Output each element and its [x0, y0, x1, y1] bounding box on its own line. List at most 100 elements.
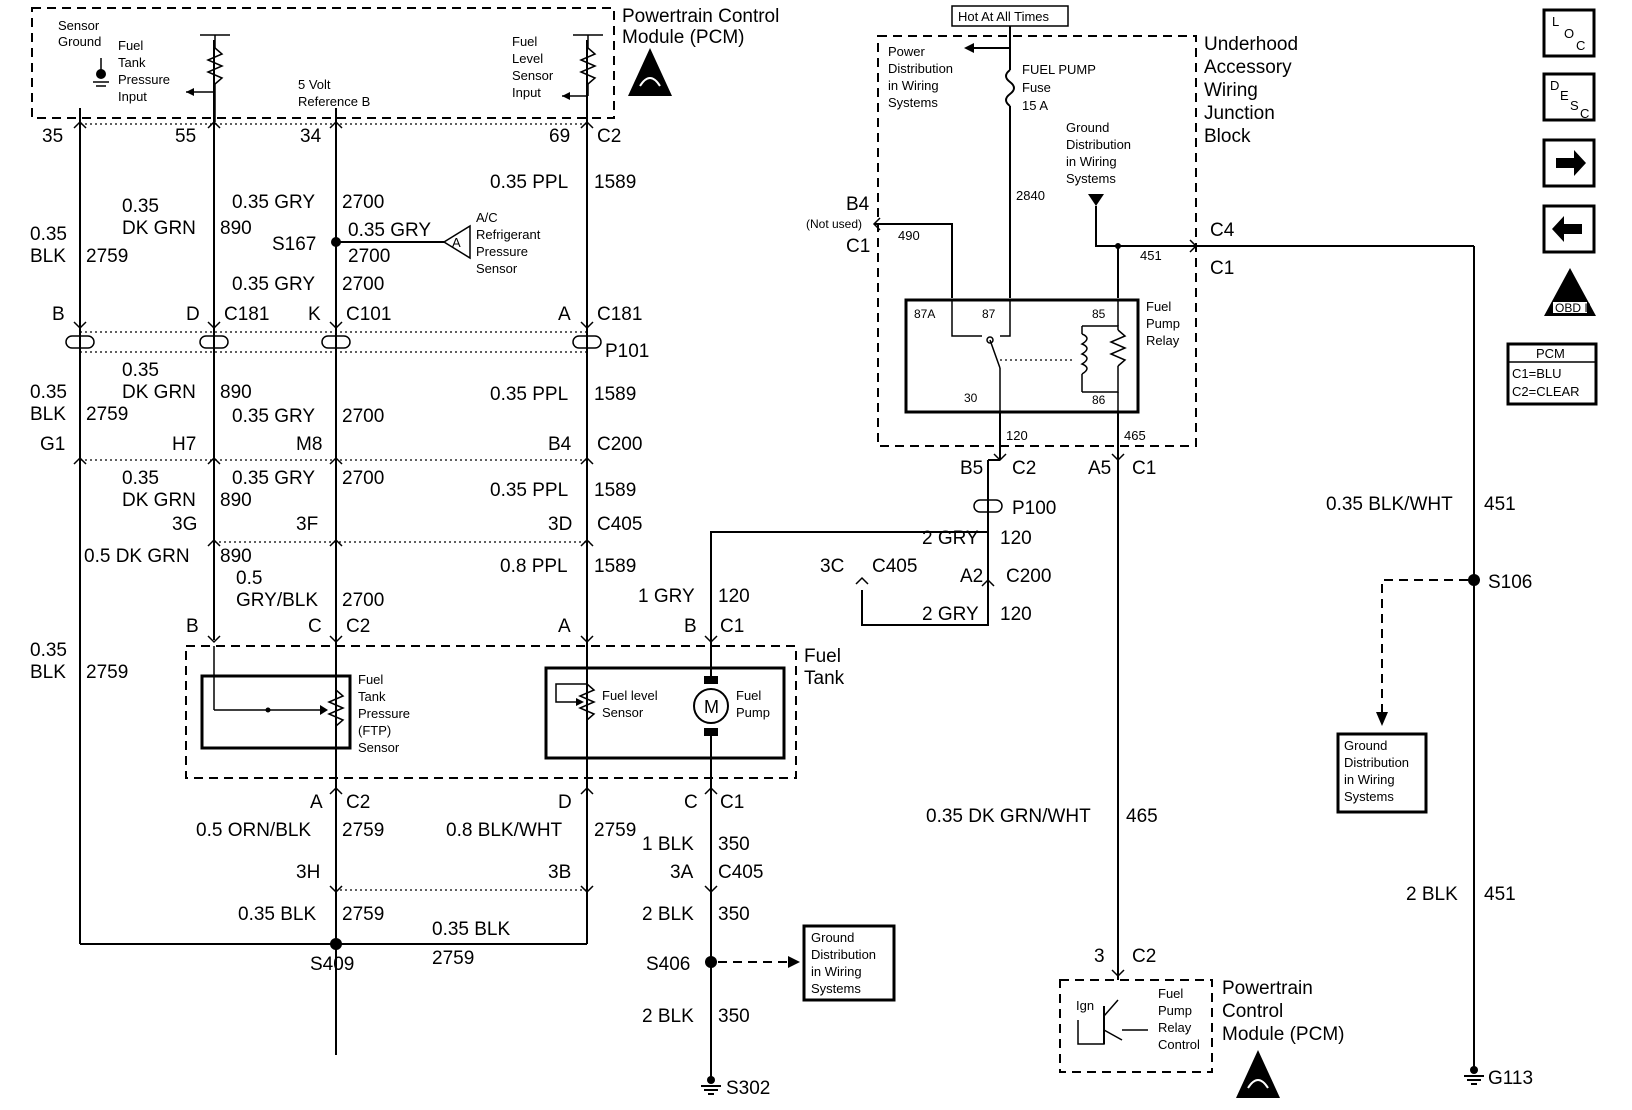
connector-chevrons — [73, 120, 718, 894]
wire-1589-label-c: 0.35 PPL — [490, 480, 568, 501]
pin-69: 69 — [549, 126, 570, 147]
ftp-label-5: Sensor — [358, 740, 400, 755]
splice-s106-dot — [1468, 574, 1480, 586]
circuit-2840: 2840 — [1016, 188, 1045, 203]
wire-2700-label-c: 0.35 GRY — [232, 274, 315, 295]
uajb-title-1: Underhood — [1204, 34, 1298, 55]
c200-pin-b4: B4 — [548, 434, 572, 455]
splice-s406: S406 — [646, 954, 690, 975]
wire-2700-circuit-c: 2700 — [342, 274, 384, 295]
wire-120-gry2-a: 2 GRY — [922, 528, 979, 549]
prev-arrow-button[interactable] — [1542, 204, 1596, 254]
ftp-label-3: Pressure — [358, 706, 410, 721]
relay-switch-icon — [951, 300, 1074, 412]
fuel-level-input-3: Sensor — [512, 68, 554, 83]
c101-pin-k: K — [308, 304, 321, 325]
c405-pin-3b: 3B — [548, 862, 571, 883]
ftp-input-3: Pressure — [118, 72, 170, 87]
c200-pin-g1: G1 — [40, 434, 65, 455]
wire-451-color: 0.35 BLK/WHT — [1326, 494, 1453, 515]
c405-label-lower: C405 — [718, 862, 763, 883]
fuse-label-3: 15 A — [1022, 98, 1048, 113]
wire-2700-gryblk-size: 0.5 — [236, 568, 262, 589]
pcm-bottom-c2: C2 — [1132, 946, 1156, 967]
wire-120-circuit-c: 120 — [1000, 604, 1032, 625]
wire-120-feed — [710, 460, 989, 670]
a2-pin: A2 — [960, 566, 983, 587]
wire-350-circuit-c: 350 — [718, 1006, 750, 1027]
wire-890-size-3: 0.35 — [122, 468, 159, 489]
next-arrow-button[interactable] — [1542, 138, 1596, 188]
pullup-resistor-left-icon — [186, 34, 230, 96]
relay-label-3: Relay — [1146, 333, 1180, 348]
obd-ii-label: OBD II — [1555, 301, 1591, 315]
c181-label-right: C181 — [597, 304, 642, 325]
tank-c2-pin-b: B — [186, 616, 199, 637]
power-dist-1: Power — [888, 44, 926, 59]
loc-button[interactable]: L O C — [1542, 8, 1596, 58]
wire-465-color: 0.35 DK GRN/WHT — [926, 806, 1091, 827]
desc-button[interactable]: D E S C — [1542, 72, 1596, 122]
p100-connector-icon — [973, 499, 1003, 513]
loc-letter-o: O — [1564, 26, 1574, 41]
c405-pin-3g: 3G — [172, 514, 197, 535]
power-dist-4: Systems — [888, 95, 938, 110]
wire-890-circuit-3: 890 — [220, 490, 252, 511]
desc-letter-e: E — [1560, 88, 1569, 103]
wire-2700-label-e: 0.35 GRY — [232, 468, 315, 489]
pump-c1-label-2: C1 — [720, 792, 744, 813]
wire-890-color-3: DK GRN — [122, 490, 196, 511]
uajb-title-5: Block — [1204, 126, 1251, 147]
relay-label-2: Pump — [1146, 316, 1180, 331]
wire-120-gry2-b: 2 GRY — [922, 604, 979, 625]
wire-1589-ppl08: 0.8 PPL — [500, 556, 568, 577]
pcm-top-connector: C2 — [597, 126, 621, 147]
ftp-a-c2-pin: A — [310, 792, 323, 813]
wire-1589-circuit-d: 1589 — [594, 556, 636, 577]
wire-2759-size-2: 0.35 — [30, 382, 67, 403]
wire-1589-label-b: 0.35 PPL — [490, 384, 568, 405]
ftp-label-1: Fuel — [358, 672, 383, 687]
level-label-2: Sensor — [602, 705, 644, 720]
pcm-top-title-2: Module (PCM) — [622, 27, 744, 48]
ground-g113-icon — [1464, 1066, 1484, 1085]
pullup-resistor-right-icon — [562, 34, 603, 100]
b5-c2-label: C2 — [1012, 458, 1036, 479]
wire-2759-circuit-2: 2759 — [86, 404, 128, 425]
level-pin-d: D — [558, 792, 572, 813]
wire-1589-label-a: 0.35 PPL — [490, 172, 568, 193]
wire-350-blk2-a: 2 BLK — [642, 904, 694, 925]
wire-2759-size: 0.35 — [30, 224, 67, 245]
relay-pin-85: 85 — [1092, 307, 1106, 321]
splice-s409-dot — [330, 938, 342, 950]
uajb-block: Underhood Accessory Wiring Junction Bloc… — [806, 5, 1298, 462]
obd-ii-button[interactable]: OBD II — [1544, 268, 1596, 316]
ground-s302: S302 — [726, 1078, 770, 1099]
wire-890-circuit-2: 890 — [220, 382, 252, 403]
pin-55: 55 — [175, 126, 196, 147]
wire-blk035-b-circuit: 2759 — [432, 948, 474, 969]
esd-warning-bottom-icon — [1236, 1050, 1280, 1098]
ground-dist-uajb-2: Distribution — [1066, 137, 1131, 152]
relay-label-1: Fuel — [1146, 299, 1171, 314]
splice-s406-dot — [705, 956, 717, 968]
c405-3c-label: C405 — [872, 556, 917, 577]
wire-350-circuit-b: 350 — [718, 904, 750, 925]
ground-dist-right-2: Distribution — [1344, 755, 1409, 770]
p101-connector-icons — [65, 335, 602, 349]
ground-g113: G113 — [1488, 1068, 1533, 1089]
tank-c2-pin-a: A — [558, 616, 571, 637]
wire-120-circuit-b: 120 — [1000, 528, 1032, 549]
wire-350-blk2-b: 2 BLK — [642, 1006, 694, 1027]
hot-at-all-times: Hot At All Times — [958, 9, 1050, 24]
a5-c1-label: C1 — [1132, 458, 1156, 479]
ground-dist-lower-4: Systems — [811, 981, 861, 996]
loc-letter-c: C — [1576, 38, 1585, 53]
ground-s302-icon — [701, 1076, 721, 1095]
wire-890-color: DK GRN — [122, 218, 196, 239]
ground-dist-right-1: Ground — [1344, 738, 1387, 753]
ref-b-label-1: 5 Volt — [298, 77, 331, 92]
desc-letter-s: S — [1570, 98, 1579, 113]
ground-dist-lower-1: Ground — [811, 930, 854, 945]
